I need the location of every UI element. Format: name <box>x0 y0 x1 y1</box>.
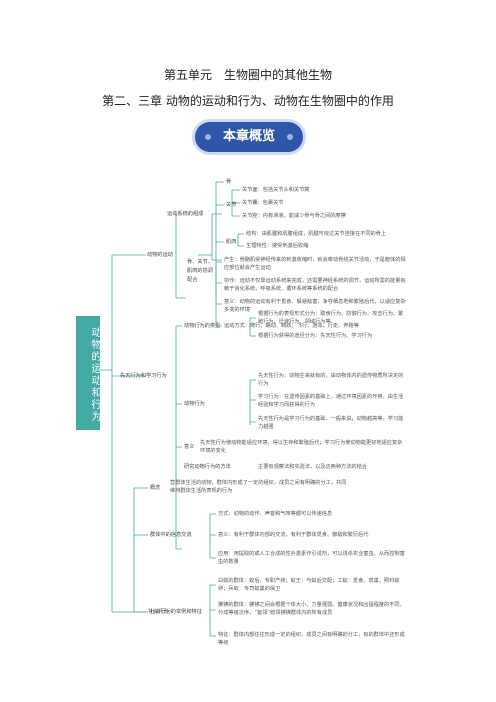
banner-dot-right <box>287 134 293 140</box>
unit-title: 第五单元 生物圈中的其他生物 <box>163 68 332 82</box>
joint-item-2: 关节囊：包裹关节 <box>242 200 284 206</box>
node-bone: 骨 <box>226 179 232 185</box>
info-item-2: 意义：有利于群体内部的交流，有利于群体觅食、御敌和繁衍后代 <box>218 532 369 538</box>
node-concept: 概念 <box>150 485 161 491</box>
node-coordination: 骨、关节、肌肉的协调配合 <box>187 259 213 283</box>
root-node: 动物的运动和行为 <box>76 316 100 430</box>
branch-motion: 动物的运动 <box>147 252 173 258</box>
info-item-1: 方式：动物的动作、声音和气味等都可以传递信息 <box>218 511 333 517</box>
types-item-2: 根据行为获得的途径分为：先天性行为、学习行为 <box>258 333 373 339</box>
coord-item-2: 协作：运动不仅靠运动系统来完成，还需要神经系统的调节，运动所需的能量有赖于消化系… <box>224 278 406 292</box>
example-item-2: 狒狒的群体：狒狒之间会根据个体大小、力量强弱、健康状况和凶猛程度的不同，分成等级… <box>218 602 405 616</box>
beh-item-2: 学习行为：在遗传因素的基础上，通过环境因素的作用，由生活经验和学习而获得的行为 <box>258 394 404 408</box>
overview-banner: 本章概览 <box>195 122 303 152</box>
method-text: 主要有观察法和实验法，以及这两种方法的结合 <box>258 464 367 470</box>
types-item-1: 根据行为的表现形式分为：取食行为、防御行为、攻击行为、繁殖行为、迁徙行为、领域行… <box>258 311 404 325</box>
joint-item-3: 关节腔：内有滑液，能减少骨与骨之间的摩擦 <box>242 213 346 219</box>
coord-item-4: 运动方式：爬行、蠕动、跳跃、飞行、游泳、行走、奔跑等 <box>224 323 359 329</box>
info-item-3: 应用：用提取的或人工合成的性外激素作引诱剂，可以诱杀农业害虫，从而控制害虫的数量 <box>218 551 405 565</box>
node-info-exchange: 群体中的信息交流 <box>150 532 192 538</box>
node-muscle: 肌肉 <box>226 239 237 245</box>
node-research-method: 研究动物行为的方法 <box>184 464 231 470</box>
branch-behavior: 先天行为和学习行为 <box>120 373 167 379</box>
muscle-item-1: 结构：由肌腱和肌腹组成，肌腱可绕过关节连接在不同的骨上 <box>246 231 387 237</box>
node-joint: 关节 <box>226 202 237 208</box>
branch-social: 社会行为 <box>148 609 169 615</box>
coord-item-1: 产生：骨骼肌受神经传来的刺激收缩时，就会牵动骨绕关节活动，于是躯体的相应部位就会… <box>224 257 406 271</box>
banner-dot-left <box>205 134 211 140</box>
example-item-1: 白蚁的群体：蚁后、专职产卵；蚁王：与蚁后交配；工蚁：觅食、筑巢、照料蚁卵；兵蚁：… <box>218 578 400 592</box>
meaning-text: 先天性行为使动物能适应环境，得以生存和繁殖后代；学习行为使动物能更好地适应复杂环… <box>200 440 403 454</box>
example-item-3: 特征：群体内部往往形成一定的组织，成员之间有明确的分工，有的群体中还形成等级 <box>218 632 405 646</box>
node-example: 社会行为的举例和特征 <box>150 609 202 615</box>
coord-item-3: 意义：动物的运动有利于觅食、躲避敌害、争夺栖息地和繁殖后代，以适应复杂多变的环境 <box>224 299 406 313</box>
node-motion-system: 运动系统的组成 <box>167 211 204 217</box>
banner-label: 本章概览 <box>222 129 275 144</box>
node-behavior-types: 动物行为的类型 <box>184 323 221 329</box>
beh-item-3: 先天性行为是学习行为的基础，一般来说，动物越高等，学习能力越强 <box>258 416 404 430</box>
concept-text: 营群体生活的动物，群体内形成了一定的组织，成员之间有明确的分工，共同维持群体生活… <box>170 480 347 494</box>
joint-item-1: 关节面：包括关节头和关节窝 <box>242 187 310 193</box>
node-meaning: 意义 <box>184 444 195 450</box>
chapter-title: 第二、三章 动物的运动和行为、动物在生物圈中的作用 <box>102 94 394 108</box>
node-animal-behavior: 动物行为 <box>184 401 205 407</box>
muscle-item-2: 生理特性：接受刺激后收缩 <box>246 243 309 249</box>
beh-item-1: 先天性行为：动物生来就有的，由动物体内的遗传物质所决定的行为 <box>258 373 404 387</box>
